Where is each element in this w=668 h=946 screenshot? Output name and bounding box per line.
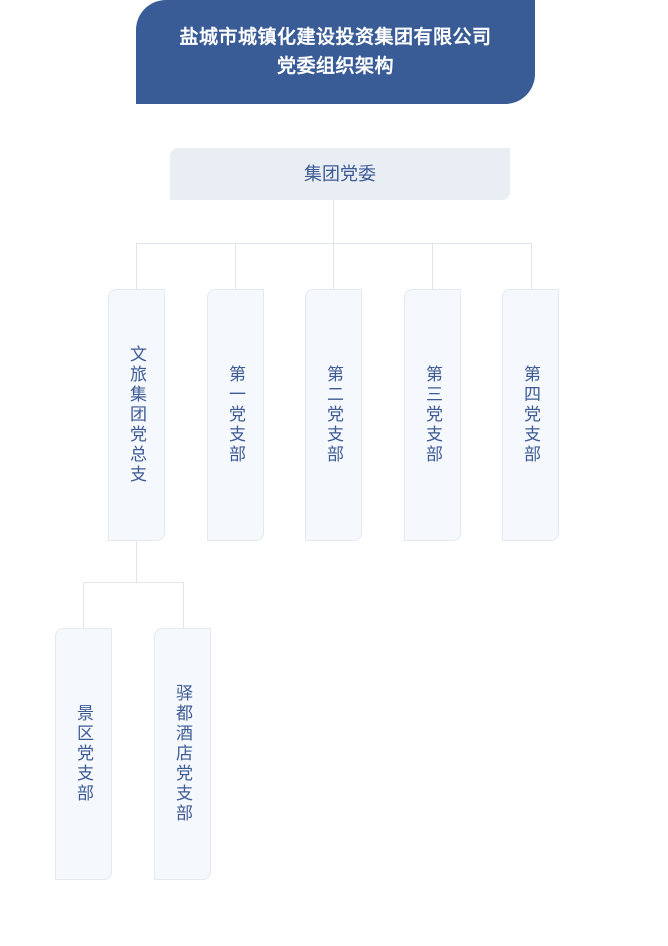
- node-label-level1-3: 第二党支部: [324, 365, 343, 465]
- node-label-level1-4: 第三党支部: [423, 365, 442, 465]
- connector-drop-level1-3: [333, 243, 334, 289]
- node-label-level2-1: 景区党支部: [74, 704, 93, 804]
- connector-drop-level1-1: [136, 243, 137, 289]
- connector-drop-level2-1: [83, 582, 84, 628]
- node-label-level1-1: 文旅集团党总支: [127, 345, 146, 485]
- chart-title-text: 盐城市城镇化建设投资集团有限公司 党委组织架构: [179, 26, 492, 77]
- node-wenlv-group-party-branch[interactable]: 文旅集团党总支: [108, 289, 165, 541]
- node-yidu-hotel-party-branch[interactable]: 驿都酒店党支部: [154, 628, 211, 880]
- node-third-party-branch[interactable]: 第三党支部: [404, 289, 461, 541]
- connector-root-drop: [333, 200, 334, 243]
- connector-drop-level1-5: [531, 243, 532, 289]
- connector-drop-level1-2: [235, 243, 236, 289]
- connector-bus-level1: [136, 243, 532, 244]
- node-second-party-branch[interactable]: 第二党支部: [305, 289, 362, 541]
- chart-title-banner: 盐城市城镇化建设投资集团有限公司 党委组织架构: [136, 0, 535, 104]
- node-label-root: 集团党委: [304, 163, 376, 184]
- connector-drop-level1-4: [432, 243, 433, 289]
- connector-wenlv-drop: [136, 541, 137, 582]
- node-fourth-party-branch[interactable]: 第四党支部: [502, 289, 559, 541]
- node-label-level2-2: 驿都酒店党支部: [173, 684, 192, 824]
- node-first-party-branch[interactable]: 第一党支部: [207, 289, 264, 541]
- connector-bus-level2: [83, 582, 184, 583]
- node-label-level1-5: 第四党支部: [521, 365, 540, 465]
- node-scenic-area-party-branch[interactable]: 景区党支部: [55, 628, 112, 880]
- connector-drop-level2-2: [183, 582, 184, 628]
- node-group-party-committee[interactable]: 集团党委: [170, 148, 510, 200]
- node-label-level1-2: 第一党支部: [226, 365, 245, 465]
